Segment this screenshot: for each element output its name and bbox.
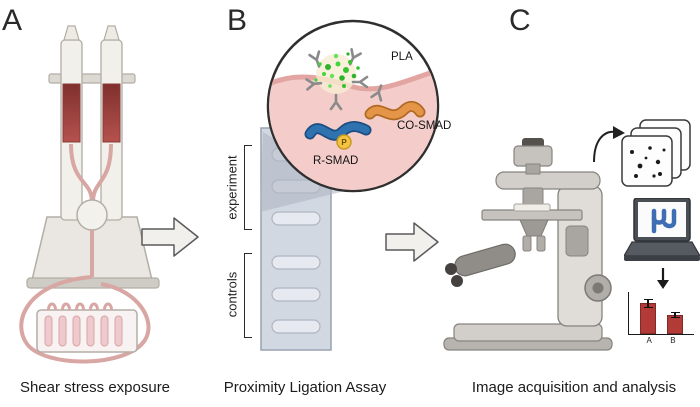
experiment-group-label: experiment (224, 155, 240, 220)
stopper-left (63, 25, 80, 41)
tubing-wraps (47, 302, 113, 311)
chart-plot (628, 292, 694, 335)
tube-right (91, 143, 113, 203)
phosphate-icon (336, 134, 352, 150)
laptop-keyboard (624, 241, 700, 257)
shear-device-illustration (19, 25, 160, 364)
microscope-arm (495, 171, 601, 190)
analysis-laptop (624, 198, 700, 261)
flow-arrow-b-to-c (385, 222, 439, 262)
media-right (102, 83, 121, 143)
cell-cytoplasm (269, 66, 437, 190)
nosepiece (519, 219, 549, 237)
co-smad-label: CO-SMAD (397, 120, 452, 132)
objective-lens (536, 235, 546, 252)
flow-slide-channels (44, 315, 123, 347)
objective-lens (522, 235, 532, 252)
controls-bracket (244, 253, 252, 338)
eyepiece-tubes (454, 243, 516, 277)
capture-arrow (593, 126, 625, 163)
panel-c-label: C (509, 4, 531, 37)
phosphate-label: P (341, 138, 347, 147)
panel-a-label: A (2, 4, 23, 37)
r-smad-protein (306, 122, 370, 139)
r-smad-label: R-SMAD (313, 155, 359, 167)
controls-group-label: controls (224, 271, 240, 318)
pla-signal-dots (314, 52, 360, 88)
co-smad-protein (366, 102, 424, 119)
illuminator-head (513, 145, 553, 167)
pump-chamber (76, 199, 108, 231)
eyecup (445, 263, 457, 275)
specimen-slide (513, 203, 551, 212)
eyecup (451, 275, 463, 287)
image-stack (621, 119, 691, 187)
inverted-microscope-illustration (443, 138, 613, 351)
panel-a-caption: Shear stress exposure (19, 379, 171, 396)
panel-b-caption: Proximity Ligation Assay (223, 379, 387, 396)
experiment-bracket (244, 145, 252, 230)
image-dots (630, 146, 666, 178)
down-arrow-icon (657, 268, 669, 289)
device-stand-base (26, 277, 160, 289)
pla-inset-circle: P (266, 19, 440, 193)
pla-label: PLA (391, 51, 413, 63)
tubing-loop (19, 275, 151, 364)
media-left (62, 83, 81, 143)
stopper-right (103, 25, 120, 41)
pla-halo (316, 54, 356, 94)
panel-c-caption: Image acquisition and analysis (471, 379, 677, 396)
tube-left (69, 143, 94, 203)
panel-b-label: B (227, 4, 248, 37)
flow-arrow-a-to-b (141, 217, 199, 257)
imagej-logo-icon (651, 208, 677, 234)
